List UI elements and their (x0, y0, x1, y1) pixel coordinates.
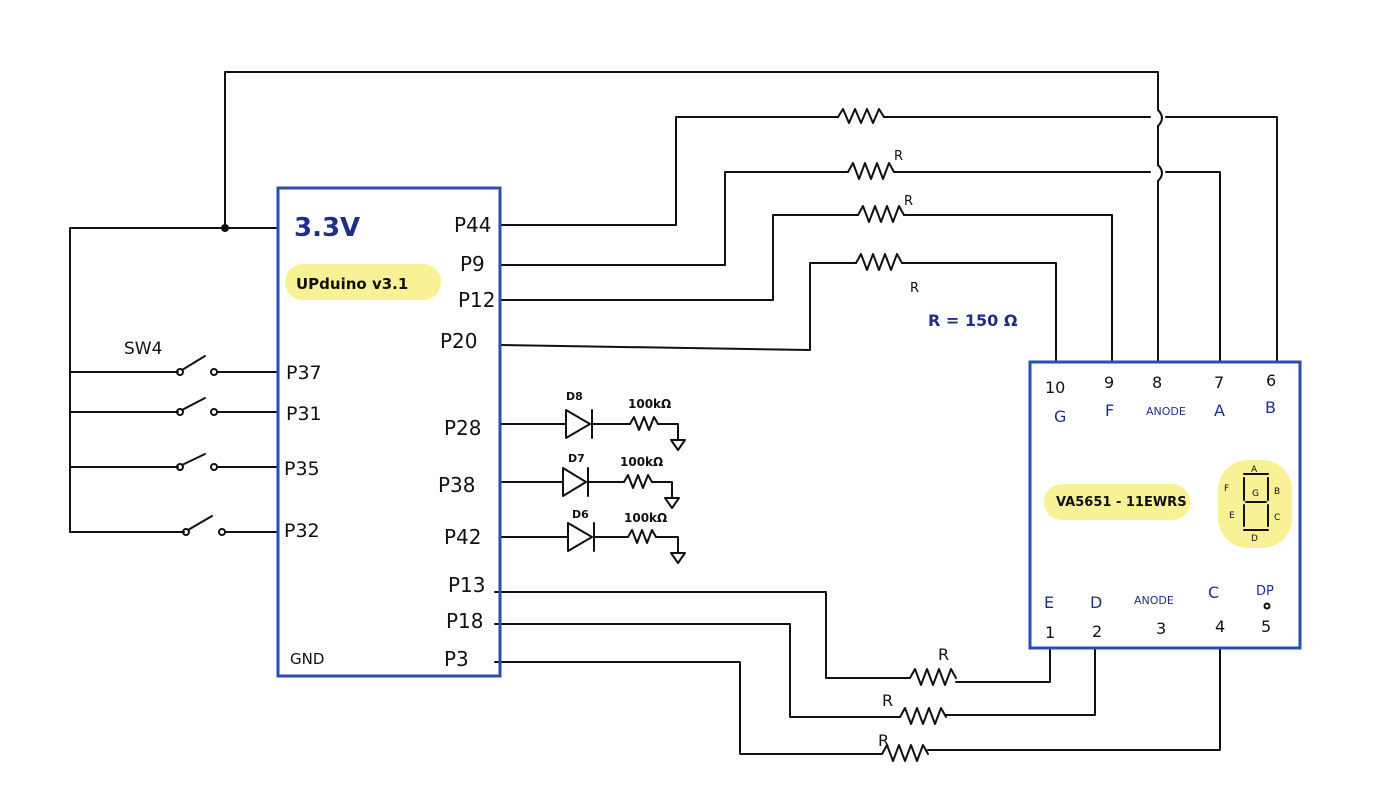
mcu-gnd-label: GND (290, 650, 324, 668)
display-pin-name: F (1105, 401, 1114, 420)
switch-array (176, 355, 226, 536)
resistor-label: R (882, 691, 893, 710)
led-branches (499, 409, 686, 564)
segment-label: G (1252, 489, 1259, 499)
resistor-label: R (904, 194, 913, 209)
resistor-label: R (910, 281, 919, 296)
seven-segment-display (1028, 360, 1302, 650)
pin-label: P32 (284, 520, 320, 542)
display-pin-number: 2 (1092, 622, 1102, 641)
mcu-voltage: 3.3V (294, 213, 360, 243)
segment-diagram-highlight (1218, 460, 1292, 548)
display-pin-name: C (1208, 583, 1219, 602)
display-pin-name: ANODE (1146, 405, 1186, 418)
display-pin-name: A (1214, 401, 1225, 420)
led-label: D7 (568, 452, 585, 465)
display-pin-name: ANODE (1134, 594, 1174, 607)
wire-p9 (499, 171, 849, 266)
pin-label: P3 (444, 647, 469, 671)
resistor-label: R (894, 149, 903, 164)
resistor-label: R (878, 731, 889, 750)
display-pin-number: 4 (1215, 617, 1225, 636)
dp-dot (1263, 602, 1271, 610)
display-pin-number: 10 (1045, 378, 1065, 397)
pin-label: P37 (286, 362, 322, 384)
pin-label: P35 (284, 458, 320, 480)
segment-diagram (1243, 473, 1269, 531)
display-pin-number: 6 (1266, 371, 1276, 390)
pin-label: P20 (440, 329, 478, 353)
segment-label: A (1251, 465, 1258, 475)
display-pin-number: 7 (1214, 373, 1224, 392)
pin-label: P31 (286, 403, 322, 425)
led-resistor-label: 100kΩ (624, 511, 667, 525)
wire-p44 (499, 116, 839, 226)
display-pin-number: 9 (1104, 373, 1114, 392)
segment-label: E (1229, 511, 1235, 521)
wire-p20 (499, 262, 857, 351)
led-label: D8 (566, 390, 583, 403)
pin-label: P13 (448, 573, 486, 597)
display-pin-number: 8 (1152, 373, 1162, 392)
display-pin-name: E (1044, 593, 1054, 612)
resistor-value: R = 150 Ω (928, 311, 1018, 330)
mcu-name-highlight (285, 264, 441, 300)
display-part-highlight (1044, 484, 1190, 520)
segment-label: C (1274, 513, 1280, 523)
display-pin-name: B (1265, 398, 1276, 417)
wire-p13 (494, 591, 911, 679)
pin-label: P44 (454, 213, 492, 237)
display-pin-number: 3 (1156, 619, 1166, 638)
wire-3v3-anode (224, 71, 1159, 229)
mcu-board (276, 186, 502, 678)
led-resistor-label: 100kΩ (628, 397, 671, 411)
resistor-label: R (938, 645, 949, 664)
mcu-name: UPduino v3.1 (296, 275, 408, 293)
display-pin-number: 5 (1261, 617, 1271, 636)
wire-p3 (494, 661, 883, 755)
switch-label: SW4 (124, 339, 162, 359)
segment-label: B (1274, 487, 1280, 497)
led-resistor-label: 100kΩ (620, 455, 663, 469)
pin-label: P9 (460, 252, 485, 276)
wire-left-bus (69, 227, 279, 533)
wire-p18 (494, 623, 901, 718)
pin-label: P28 (444, 416, 482, 440)
pin-label: P38 (438, 473, 476, 497)
display-part-number: VA5651 - 11EWRS (1056, 495, 1187, 510)
led-label: D6 (572, 508, 589, 521)
display-pin-name: D (1090, 593, 1102, 612)
display-pin-number: 1 (1045, 623, 1055, 642)
pin-label: P42 (444, 525, 482, 549)
pin-label: P18 (446, 609, 484, 633)
segment-label: D (1251, 534, 1258, 544)
pin-label: P12 (458, 288, 496, 312)
wire-p12 (499, 214, 859, 301)
segment-label: F (1224, 484, 1229, 494)
display-pin-name: DP (1256, 584, 1274, 599)
display-pin-name: G (1054, 407, 1066, 426)
